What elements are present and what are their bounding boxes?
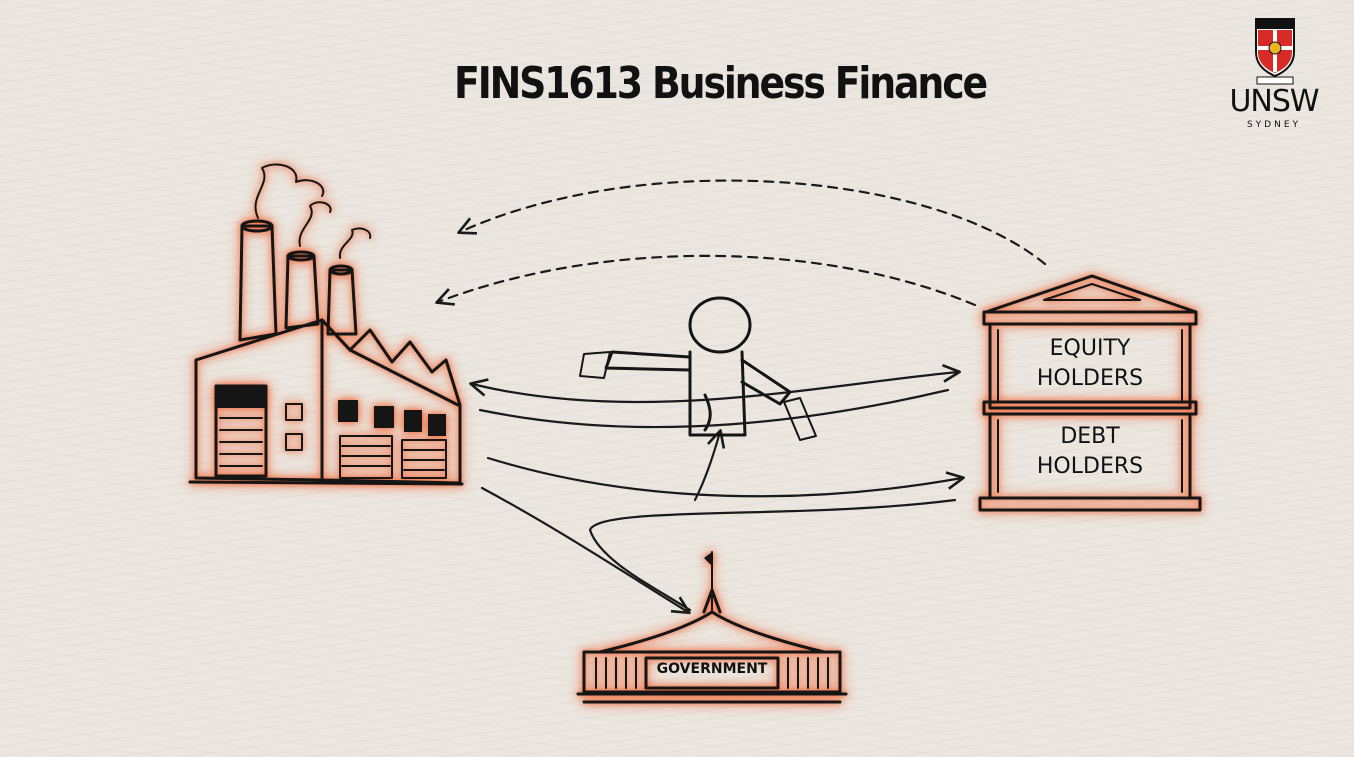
unsw-crest-icon: [1255, 18, 1295, 85]
firm-to-markets-arrow: [486, 456, 965, 498]
dashed-return-arrow-inner: [435, 254, 977, 307]
page-title: FINS1613 Business Finance: [453, 58, 988, 109]
debt-holders-label: DEBT HOLDERS: [1000, 422, 1180, 482]
upper-two-way-arrow: [469, 363, 961, 404]
government-label: GOVERNMENT: [656, 661, 768, 677]
equity-holders-label: EQUITY HOLDERS: [1000, 334, 1180, 394]
factory-icon: [188, 163, 464, 486]
unsw-location: SYDNEY: [1246, 120, 1302, 130]
debt-holders-line-2: HOLDERS: [1036, 454, 1144, 479]
markets-to-government-arrow: [588, 498, 957, 612]
parliament-icon: [576, 551, 848, 704]
unsw-logo: UNSW SYDNEY: [1214, 16, 1334, 134]
unsw-wordmark: UNSW: [1229, 84, 1319, 119]
equity-holders-line-1: EQUITY: [1049, 336, 1131, 361]
dashed-return-arrow-outer: [457, 179, 1047, 266]
bank-icon: [978, 274, 1202, 512]
debt-holders-line-1: DEBT: [1060, 424, 1120, 449]
firm-to-government-arrow: [480, 486, 691, 615]
equity-holders-line-2: HOLDERS: [1036, 366, 1144, 391]
markets-to-person-arrow: [693, 429, 726, 502]
person-icon: [579, 296, 817, 441]
lower-return-curve: [478, 388, 950, 429]
